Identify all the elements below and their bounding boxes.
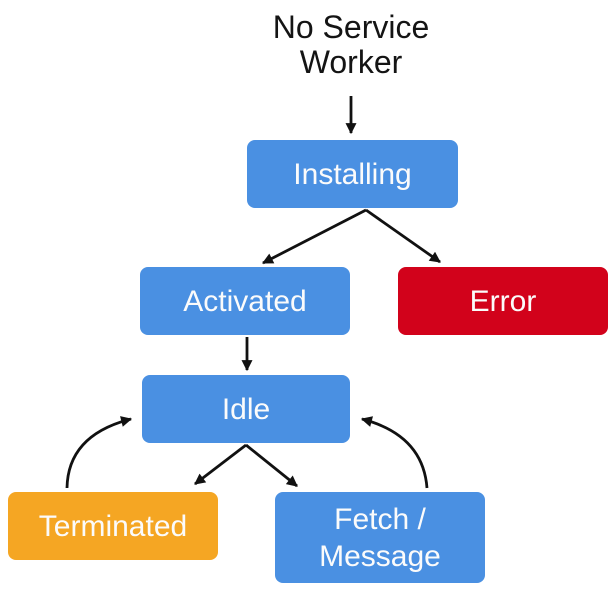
node-error-label: Error	[469, 284, 537, 318]
edge-idle-terminated	[194, 443, 247, 486]
node-installing: Installing	[247, 140, 458, 208]
node-fetch-message-label: Fetch / Message	[319, 502, 441, 573]
node-activated-label: Activated	[183, 284, 307, 318]
node-error: Error	[398, 267, 608, 335]
edge-fetchmessage-idle	[360, 416, 429, 489]
node-activated: Activated	[140, 267, 350, 335]
node-fetch-message: Fetch / Message	[275, 492, 485, 583]
node-installing-label: Installing	[293, 157, 412, 191]
edge-terminated-idle	[65, 416, 133, 489]
node-idle-label: Idle	[221, 392, 271, 426]
node-idle: Idle	[142, 375, 350, 443]
edge-idle-fetchmessage	[245, 443, 298, 488]
edge-installing-activated	[262, 208, 367, 265]
edge-installing-error	[365, 208, 441, 264]
node-terminated: Terminated	[8, 492, 218, 560]
node-terminated-label: Terminated	[38, 509, 188, 543]
diagram-title: No Service Worker	[272, 9, 430, 80]
